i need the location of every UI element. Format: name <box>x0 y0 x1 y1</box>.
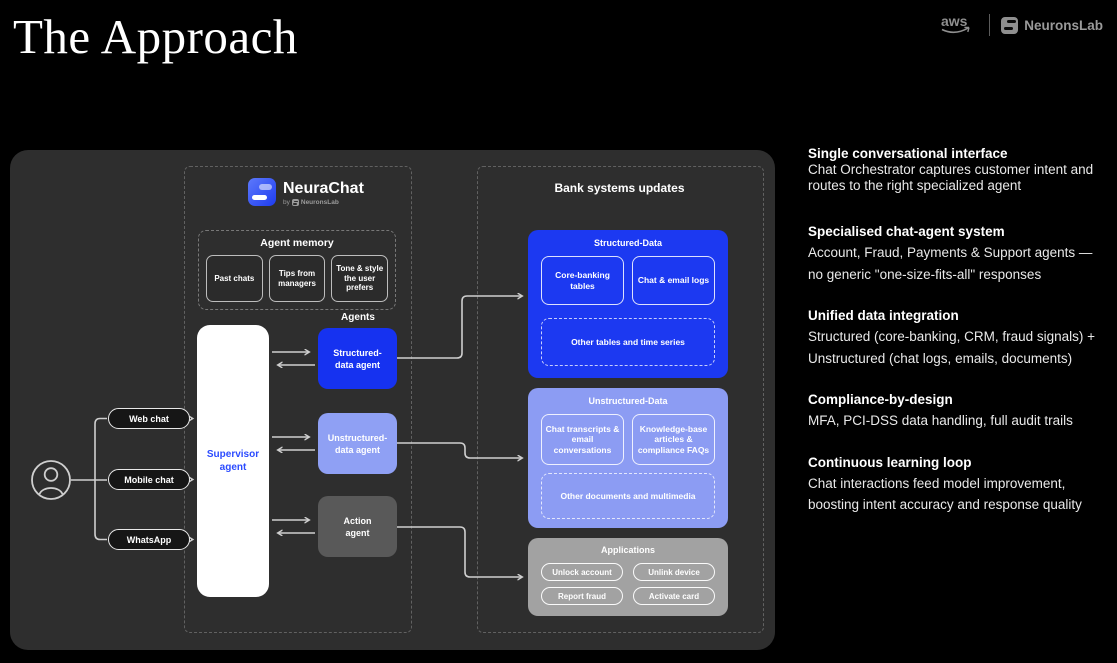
unstructured-data-title: Unstructured-Data <box>588 396 668 406</box>
action-agent-node: Action agent <box>318 496 397 557</box>
cell-other-documents: Other documents and multimedia <box>541 473 715 519</box>
section-single-interface: Single conversational interface Chat Orc… <box>808 146 1110 194</box>
unstructured-data-box: Unstructured-Data Chat transcripts & ema… <box>528 388 728 528</box>
section-heading: Specialised chat-agent system <box>808 224 1005 239</box>
neurachat-region <box>184 166 412 633</box>
bank-systems-region <box>477 166 764 633</box>
channel-mobile-chat: Mobile chat <box>108 469 190 490</box>
applications-title: Applications <box>600 545 655 555</box>
aws-logo-icon: aws <box>940 12 978 38</box>
section-body: MFA, PCI-DSS data handling, full audit t… <box>808 413 1073 428</box>
section-compliance: Compliance-by-design MFA, PCI-DSS data h… <box>808 389 1110 432</box>
page-title: The Approach <box>13 9 298 64</box>
section-body: Account, Fraud, Payments & Support agent… <box>808 245 1093 282</box>
memory-item-past-chats: Past chats <box>206 255 263 302</box>
neuronslab-mini-icon <box>291 199 299 206</box>
logo-row: aws NeuronsLab <box>940 12 1103 38</box>
neurachat-wordmark: NeuraChat <box>283 180 364 197</box>
neuronslab-logo: NeuronsLab <box>1001 16 1103 34</box>
cell-knowledge-base: Knowledge-base articles & compliance FAQ… <box>632 414 715 465</box>
supervisor-agent-node: Supervisor agent <box>197 325 269 597</box>
section-body: Chat Orchestrator captures customer inte… <box>808 162 1094 193</box>
cell-chat-transcripts: Chat transcripts & email conversations <box>541 414 624 465</box>
applications-box: Applications Unlock account Unlink devic… <box>528 538 728 616</box>
section-body: Chat interactions feed model improvement… <box>808 475 1082 513</box>
cell-core-banking-tables: Core-banking tables <box>541 256 624 305</box>
neurachat-logo: NeuraChat by NeuronsLab <box>248 178 364 206</box>
neurachat-byline: by NeuronsLab <box>283 199 339 206</box>
structured-data-agent-node: Structured- data agent <box>318 328 397 389</box>
channel-whatsapp: WhatsApp <box>108 529 190 550</box>
app-unlink-device: Unlink device <box>633 563 715 581</box>
app-unlock-account: Unlock account <box>541 563 623 581</box>
section-body: Structured (core-banking, CRM, fraud sig… <box>808 329 1095 366</box>
section-heading: Continuous learning loop <box>808 454 972 470</box>
svg-text:aws: aws <box>941 13 968 29</box>
section-specialised-agents: Specialised chat-agent system Account, F… <box>808 221 1110 285</box>
structured-data-title: Structured-Data <box>593 238 662 248</box>
cell-chat-email-logs: Chat & email logs <box>632 256 715 305</box>
unstructured-data-agent-node: Unstructured- data agent <box>318 413 397 474</box>
memory-item-tone: Tone & style the user prefers <box>331 255 389 302</box>
channel-web-chat: Web chat <box>108 408 190 429</box>
user-icon <box>31 460 71 500</box>
agent-memory-title: Agent memory <box>260 237 334 249</box>
section-heading: Unified data integration <box>808 308 959 323</box>
section-unified-data: Unified data integration Structured (cor… <box>808 305 1110 369</box>
cell-other-tables: Other tables and time series <box>541 318 715 366</box>
neuronslab-logo-icon <box>1001 16 1019 34</box>
logo-divider <box>989 14 991 36</box>
neuronslab-logo-text: NeuronsLab <box>1024 17 1103 33</box>
agent-memory-box: Agent memory Past chats Tips from manage… <box>198 230 396 310</box>
agents-label: Agents <box>341 312 375 323</box>
structured-data-box: Structured-Data Core-banking tables Chat… <box>528 230 728 378</box>
app-report-fraud: Report fraud <box>541 587 623 605</box>
diagram-panel: NeuraChat by NeuronsLab Agent memory Pas… <box>10 150 775 650</box>
key-points-column: Single conversational interface Chat Orc… <box>808 146 1110 536</box>
memory-item-tips: Tips from managers <box>268 255 326 302</box>
section-heading: Compliance-by-design <box>808 392 953 407</box>
section-heading: Single conversational interface <box>808 146 1008 161</box>
section-learning-loop: Continuous learning loop Chat interactio… <box>808 452 1110 516</box>
app-activate-card: Activate card <box>633 587 715 605</box>
neurachat-logo-icon <box>248 178 276 206</box>
bank-systems-title: Bank systems updates <box>554 181 685 195</box>
